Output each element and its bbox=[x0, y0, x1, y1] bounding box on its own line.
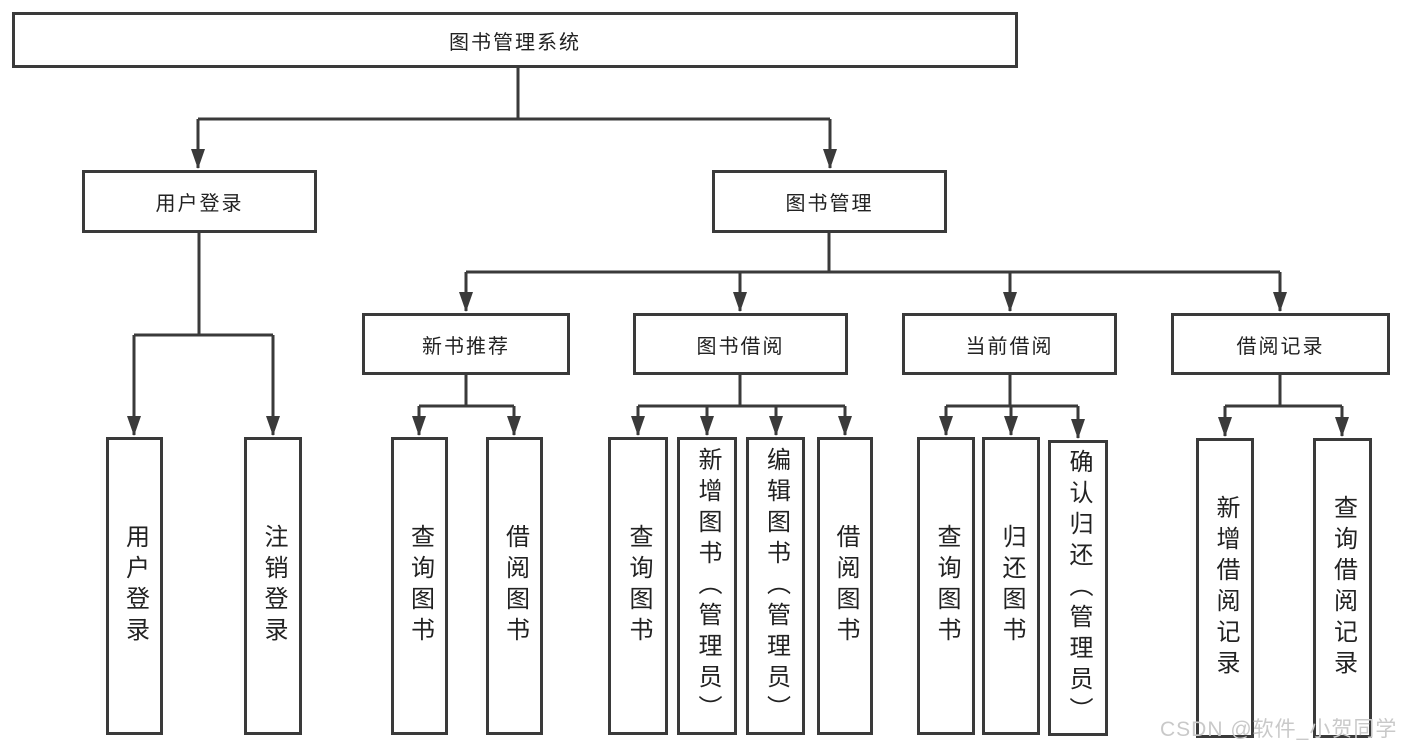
leaf-logout: 注销登录 bbox=[244, 437, 302, 735]
leaf-label: 查询图书 bbox=[406, 524, 434, 648]
leaf-add-books-admin: 新增图书（管理员） bbox=[677, 437, 737, 735]
leaf-label: 新增图书（管理员） bbox=[694, 446, 721, 726]
connector-new-book-recommendation bbox=[412, 375, 521, 436]
leaf-return-books: 归还图书 bbox=[982, 437, 1040, 735]
leaf-label: 注销登录 bbox=[260, 524, 287, 648]
node-book-borrowing: 图书借阅 bbox=[633, 313, 848, 375]
leaf-label: 借阅图书 bbox=[501, 524, 529, 648]
leaf-label: 新增借阅记录 bbox=[1212, 495, 1239, 681]
leaf-label: 借阅图书 bbox=[832, 524, 859, 648]
leaf-edit-books-admin: 编辑图书（管理员） bbox=[746, 437, 805, 735]
leaf-label: 查询图书 bbox=[933, 524, 960, 648]
node-book-management: 图书管理 bbox=[712, 170, 947, 233]
leaf-label: 用户登录 bbox=[121, 524, 149, 648]
leaf-query-borrow-record: 查询借阅记录 bbox=[1313, 438, 1372, 738]
node-current-borrowing: 当前借阅 bbox=[902, 313, 1117, 375]
node-user-login: 用户登录 bbox=[82, 170, 317, 233]
node-system-root: 图书管理系统 bbox=[12, 12, 1018, 68]
connector-borrowing-records bbox=[1218, 375, 1349, 437]
leaf-borrow-books: 借阅图书 bbox=[486, 437, 543, 735]
connector-root bbox=[191, 68, 837, 169]
leaf-label: 查询借阅记录 bbox=[1329, 495, 1357, 681]
node-new-book-recommendation: 新书推荐 bbox=[362, 313, 570, 375]
leaf-label: 编辑图书（管理员） bbox=[762, 446, 790, 726]
node-borrowing-records: 借阅记录 bbox=[1171, 313, 1390, 375]
leaf-label: 查询图书 bbox=[625, 524, 652, 648]
connector-book-borrowing bbox=[631, 375, 852, 436]
leaf-user-login: 用户登录 bbox=[106, 437, 163, 735]
csdn-watermark: CSDN @软件_小贺同学 bbox=[1160, 718, 1398, 741]
leaf-label: 确认归还（管理员） bbox=[1065, 448, 1092, 728]
leaf-query-books: 查询图书 bbox=[391, 437, 448, 735]
leaf-label: 归还图书 bbox=[998, 524, 1025, 648]
connector-book-management bbox=[459, 233, 1287, 312]
leaf-add-borrow-record: 新增借阅记录 bbox=[1196, 438, 1254, 738]
connector-current-borrowing bbox=[939, 375, 1085, 439]
leaf-confirm-return-admin: 确认归还（管理员） bbox=[1048, 440, 1108, 736]
leaf-query-books: 查询图书 bbox=[917, 437, 975, 735]
leaf-query-books: 查询图书 bbox=[608, 437, 668, 735]
connector-user-login bbox=[127, 233, 280, 436]
leaf-borrow-books: 借阅图书 bbox=[817, 437, 873, 735]
